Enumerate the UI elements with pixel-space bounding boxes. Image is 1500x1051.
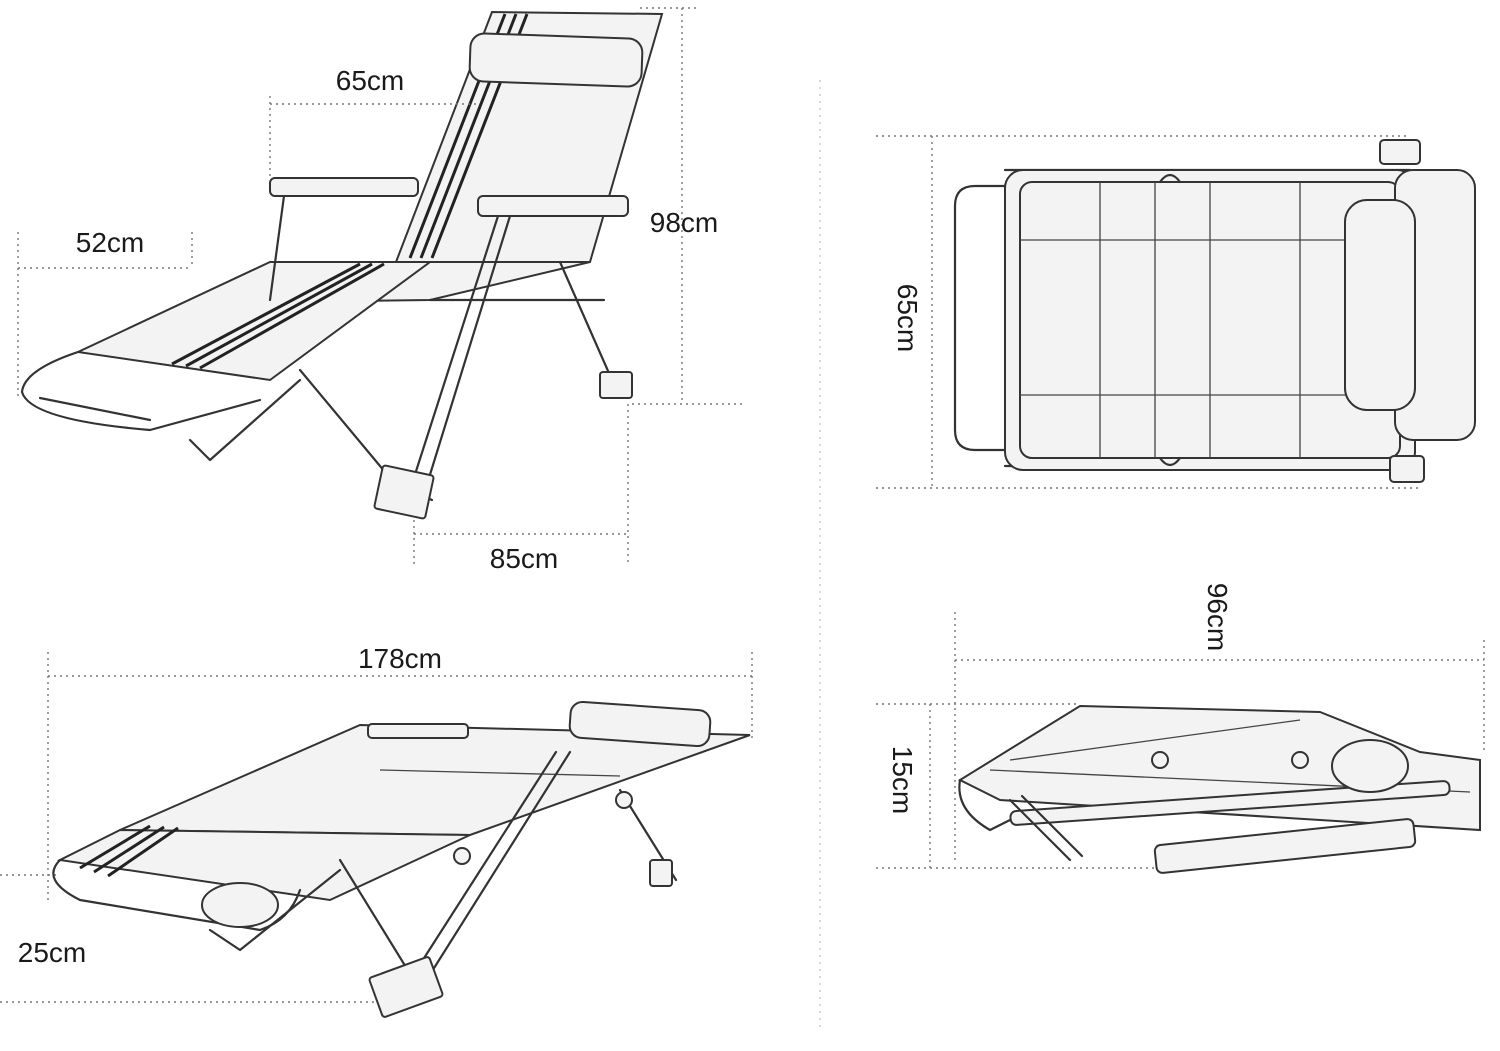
foot-bar — [20, 350, 262, 432]
top-view — [876, 135, 1476, 489]
top-foot-bar — [953, 184, 1007, 452]
folded-leg — [1153, 818, 1417, 874]
top-pillow — [1344, 199, 1416, 411]
flat-height-label: 25cm — [18, 937, 86, 968]
flat-length-label: 178cm — [358, 643, 442, 674]
right-armrest — [477, 195, 629, 217]
folded-thickness-label: 15cm — [887, 746, 918, 814]
reclined-height-label: 98cm — [650, 207, 718, 238]
headrest-pillow — [468, 32, 644, 88]
folded-length-label: 96cm — [1202, 583, 1233, 651]
flat-chair-view — [0, 652, 753, 1018]
top-view-width-label: 65cm — [892, 284, 923, 352]
reclined-seat-height-label: 52cm — [76, 227, 144, 258]
reclined-armrest-width-label: 65cm — [336, 65, 404, 96]
folded-view — [876, 612, 1485, 874]
reclined-depth-label: 85cm — [490, 543, 558, 574]
folded-pillow — [1331, 739, 1409, 793]
flat-pillow — [568, 700, 712, 748]
flat-leg-section — [56, 828, 471, 902]
foot-ring — [201, 882, 279, 928]
reclined-chair-view — [17, 7, 745, 564]
left-armrest — [269, 177, 419, 197]
flat-front-foot — [368, 956, 444, 1018]
flat-rear-foot — [649, 859, 673, 887]
rear-foot — [599, 371, 633, 399]
flat-armrest — [367, 723, 469, 739]
front-foot — [373, 464, 435, 520]
